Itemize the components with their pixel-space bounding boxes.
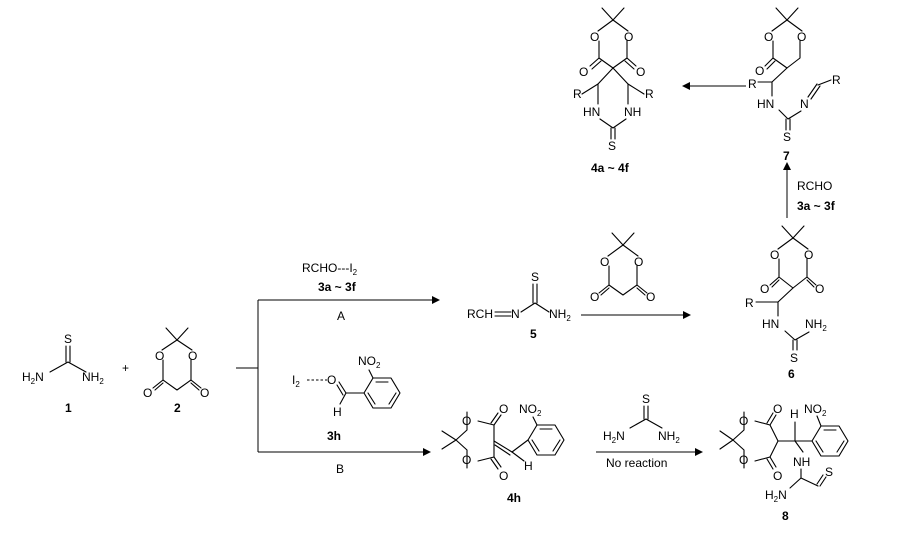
compound-4af-spiro: O O O O R R HN NH S 4a ~ 4f (573, 7, 654, 175)
label-compound-8: 8 (782, 509, 789, 523)
atom-o: O (760, 282, 769, 296)
atom-r: R (745, 296, 754, 310)
atom-s: S (531, 270, 539, 284)
atom-hn: HN (762, 317, 779, 331)
atom-r: R (748, 77, 757, 91)
atom-rch: RCH (467, 307, 493, 321)
compound-7-imine-adduct: O O O R HN S N R 7 (748, 7, 841, 163)
condition-rcho: RCHO (797, 179, 832, 193)
compound-6-adduct: O O O O R HN S NH2 6 (745, 225, 827, 381)
atom-s: S (642, 392, 650, 406)
condition-no-reaction: No reaction (606, 456, 667, 470)
atom-no2: NO2 (519, 402, 542, 418)
atom-o: O (755, 64, 764, 78)
atom-o: O (462, 414, 471, 428)
label-compound-3h: 3h (327, 429, 341, 443)
atom-s: S (608, 139, 616, 153)
label-compound-1: 1 (65, 401, 72, 415)
atom-h: H (524, 459, 533, 473)
atom-no2: NO2 (804, 402, 827, 418)
atom-o: O (634, 255, 643, 269)
atom-o: O (590, 290, 599, 304)
atom-nh2: NH2 (82, 370, 104, 386)
condition-a-compounds: 3a ~ 3f (318, 280, 357, 294)
arrow-7-to-4af (682, 82, 746, 90)
atom-r: R (832, 73, 841, 87)
condition-a-reagent: RCHO---I2 (302, 261, 358, 277)
atom-h2n: H2N (22, 370, 44, 386)
atom-o: O (579, 65, 588, 79)
atom-h2n: H2N (603, 429, 625, 445)
atom-no2: NO2 (358, 354, 381, 370)
atom-nh: NH (793, 455, 810, 469)
arrow-6-to-7: RCHO 3a ~ 3f (783, 162, 836, 218)
atom-s: S (783, 130, 791, 144)
label-compound-6: 6 (788, 367, 795, 381)
atom-o: O (200, 386, 209, 400)
branch-lines (236, 300, 259, 452)
compound-5-imine: RCH N S NH2 5 (467, 270, 571, 341)
label-compound-5: 5 (530, 327, 537, 341)
atom-o: O (143, 386, 152, 400)
arrow-4h-to-8: S H2N NH2 No reaction (596, 392, 703, 470)
atom-r: R (645, 87, 654, 101)
atom-o: O (797, 30, 806, 44)
arrow-route-b: 3h B (258, 429, 431, 476)
atom-s: S (825, 465, 833, 479)
condition-b-label: B (336, 462, 344, 476)
atom-o: O (155, 349, 164, 363)
condition-rcho-compounds: 3a ~ 3f (797, 199, 836, 213)
atom-i2: I2 (292, 373, 300, 389)
arrow-5-to-6: O O O O (581, 232, 691, 319)
atom-nh2: NH2 (549, 307, 571, 323)
condition-a-label: A (337, 309, 345, 323)
compound-1-thiourea: S H2N NH2 1 (22, 332, 104, 415)
atom-n: N (511, 307, 520, 321)
atom-o: O (188, 349, 197, 363)
compound-2-meldrums-acid: O O O O 2 (143, 327, 209, 415)
label-compound-4h: 4h (507, 491, 521, 505)
atom-o: O (499, 469, 508, 483)
plus-sign: + (122, 361, 129, 375)
compound-4h-knoevenagel: O O O O H NO2 4h (441, 402, 565, 505)
label-compound-7: 7 (783, 149, 790, 163)
atom-o: O (327, 373, 336, 387)
atom-h: H (790, 407, 799, 421)
atom-o: O (773, 469, 782, 483)
arrow-route-a: RCHO---I2 3a ~ 3f A (258, 261, 440, 323)
atom-o: O (739, 414, 748, 428)
atom-o: O (815, 282, 824, 296)
atom-h: H (333, 405, 342, 419)
atom-r: R (573, 87, 582, 101)
atom-hn: HN (757, 97, 774, 111)
atom-o: O (804, 248, 813, 262)
label-compound-4af: 4a ~ 4f (591, 161, 630, 175)
atom-o: O (646, 290, 655, 304)
atom-nh2: NH2 (805, 317, 827, 333)
atom-o: O (590, 30, 599, 44)
atom-nh2: NH2 (658, 429, 680, 445)
atom-o: O (739, 453, 748, 467)
atom-o: O (773, 402, 782, 416)
compound-3h-reagent: I2 O H NO2 (292, 354, 401, 419)
atom-nh: NH (624, 105, 641, 119)
atom-o: O (764, 30, 773, 44)
atom-hn: HN (583, 105, 600, 119)
atom-o: O (499, 402, 508, 416)
atom-n: N (800, 97, 809, 111)
label-compound-2: 2 (174, 401, 181, 415)
atom-h2n: H2N (765, 488, 787, 504)
compound-8-adduct: O O O O H NO2 NH S H2N 8 (719, 402, 849, 523)
atom-o: O (770, 248, 779, 262)
atom-o: O (636, 65, 645, 79)
atom-s: S (64, 332, 72, 346)
atom-o: O (462, 453, 471, 467)
atom-o: O (624, 30, 633, 44)
atom-s: S (790, 351, 798, 365)
atom-o: O (600, 255, 609, 269)
